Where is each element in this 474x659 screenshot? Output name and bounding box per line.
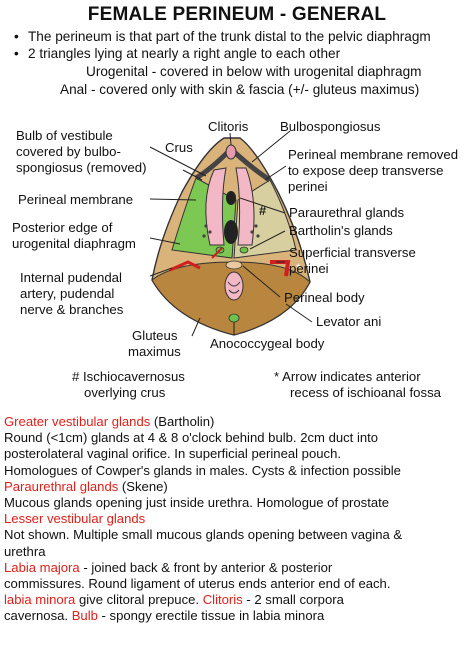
greater-line-1: Round (<1cm) glands at 4 & 8 o'clock beh… bbox=[4, 430, 379, 446]
bulb-right-shape bbox=[235, 167, 255, 246]
label-perineal-membrane-removed: Perineal membrane removed to expose deep… bbox=[288, 147, 459, 194]
urogenital-line: Urogenital - covered in below with uroge… bbox=[86, 64, 422, 79]
bullet-1-text: The perineum is that part of the trunk d… bbox=[28, 29, 431, 44]
bullet-1: •The perineum is that part of the trunk … bbox=[14, 29, 431, 44]
label-perineal-membrane: Perineal membrane bbox=[18, 192, 134, 207]
pudendal-vessels bbox=[169, 260, 201, 272]
page-title: FEMALE PERINEUM - GENERAL bbox=[87, 4, 387, 25]
label-bulbospongiosus: Bulbospongiosus bbox=[280, 119, 381, 134]
label-levator-ani: Levator ani bbox=[316, 314, 382, 329]
label-perineal-body: Perineal body bbox=[284, 290, 365, 305]
labia-minora-title: labia minora bbox=[4, 592, 76, 608]
clitoris-title: Clitoris bbox=[202, 592, 243, 608]
bullet-2: •2 triangles lying at nearly a right ang… bbox=[14, 46, 341, 61]
label-internal-pudendal: Internal pudendal artery, pudendal nerve… bbox=[20, 270, 124, 317]
leader-lines bbox=[149, 130, 313, 337]
bullet-2-text: 2 triangles lying at nearly a right angl… bbox=[28, 46, 341, 61]
cavernosa-text: cavernosa. bbox=[4, 608, 72, 624]
greater-line-3: Homologues of Cowper's glands in males. … bbox=[4, 462, 401, 478]
bulb-title: Bulb bbox=[71, 608, 98, 624]
clitoris-shape bbox=[225, 144, 237, 160]
lesser-vestibular-title: Lesser vestibular glands bbox=[4, 511, 146, 527]
label-paraurethral-glands: Paraurethral glands bbox=[289, 205, 405, 220]
label-crus: Crus bbox=[165, 140, 193, 155]
perineum-illustration: * # bbox=[149, 130, 313, 337]
paraurethral-title: Paraurethral glands bbox=[4, 478, 119, 494]
footnote-arrow: * Arrow indicates anterior recess of isc… bbox=[274, 369, 441, 400]
majora-line-2: commissures. Round ligament of uterus en… bbox=[4, 576, 391, 592]
majora-line-1: - joined back & front by anterior & post… bbox=[79, 559, 333, 575]
label-anococcygeal-body: Anococcygeal body bbox=[210, 336, 325, 351]
hash-mark: # bbox=[259, 203, 267, 218]
notes-section: Greater vestibular glands (Bartholin) Ro… bbox=[4, 414, 470, 625]
lesser-line-1: Not shown. Multiple small mucous glands … bbox=[4, 527, 403, 543]
greater-vestibular-suffix: (Bartholin) bbox=[150, 414, 215, 429]
label-posterior-edge: Posterior edge of urogenital diaphragm bbox=[12, 220, 136, 251]
star-arrow: * bbox=[296, 261, 301, 275]
label-superficial-transverse: Superficial transverse perinei bbox=[289, 245, 416, 276]
minora-mid: give clitoral prepuce. bbox=[75, 592, 203, 608]
anococcygeal-shape bbox=[228, 313, 240, 323]
label-bulb-of-vestibule: Bulb of vestibule covered by bulbo- spon… bbox=[16, 128, 147, 175]
lesser-line-2: urethra bbox=[4, 543, 46, 559]
vagina-shape bbox=[224, 220, 238, 244]
label-clitoris: Clitoris bbox=[208, 119, 249, 134]
label-gluteus-maximus: Gluteus maximus bbox=[128, 328, 181, 359]
perineal-body-shape bbox=[225, 260, 243, 270]
clitoris-suffix: - 2 small corpora bbox=[242, 592, 344, 608]
anal-line: Anal - covered only with skin & fascia (… bbox=[60, 82, 420, 97]
urethra-shape bbox=[226, 191, 236, 205]
paraurethral-suffix: (Skene) bbox=[118, 478, 168, 494]
bartholin-right-shape bbox=[239, 246, 249, 254]
greater-line-2: posterolateral vaginal orifice. In super… bbox=[4, 446, 341, 462]
bulb-left-shape bbox=[205, 167, 227, 246]
paraurethral-line-1: Mucous glands opening just inside urethr… bbox=[4, 495, 390, 511]
labia-majora-title: Labia majora bbox=[4, 559, 80, 575]
greater-vestibular-title: Greater vestibular glands bbox=[4, 414, 151, 429]
label-bartholins-glands: Bartholin's glands bbox=[289, 223, 393, 238]
bulb-suffix: - spongy erectile tissue in labia minora bbox=[97, 608, 325, 624]
footnote-ischiocavernosus: # Ischiocavernosus overlying crus bbox=[72, 369, 185, 400]
